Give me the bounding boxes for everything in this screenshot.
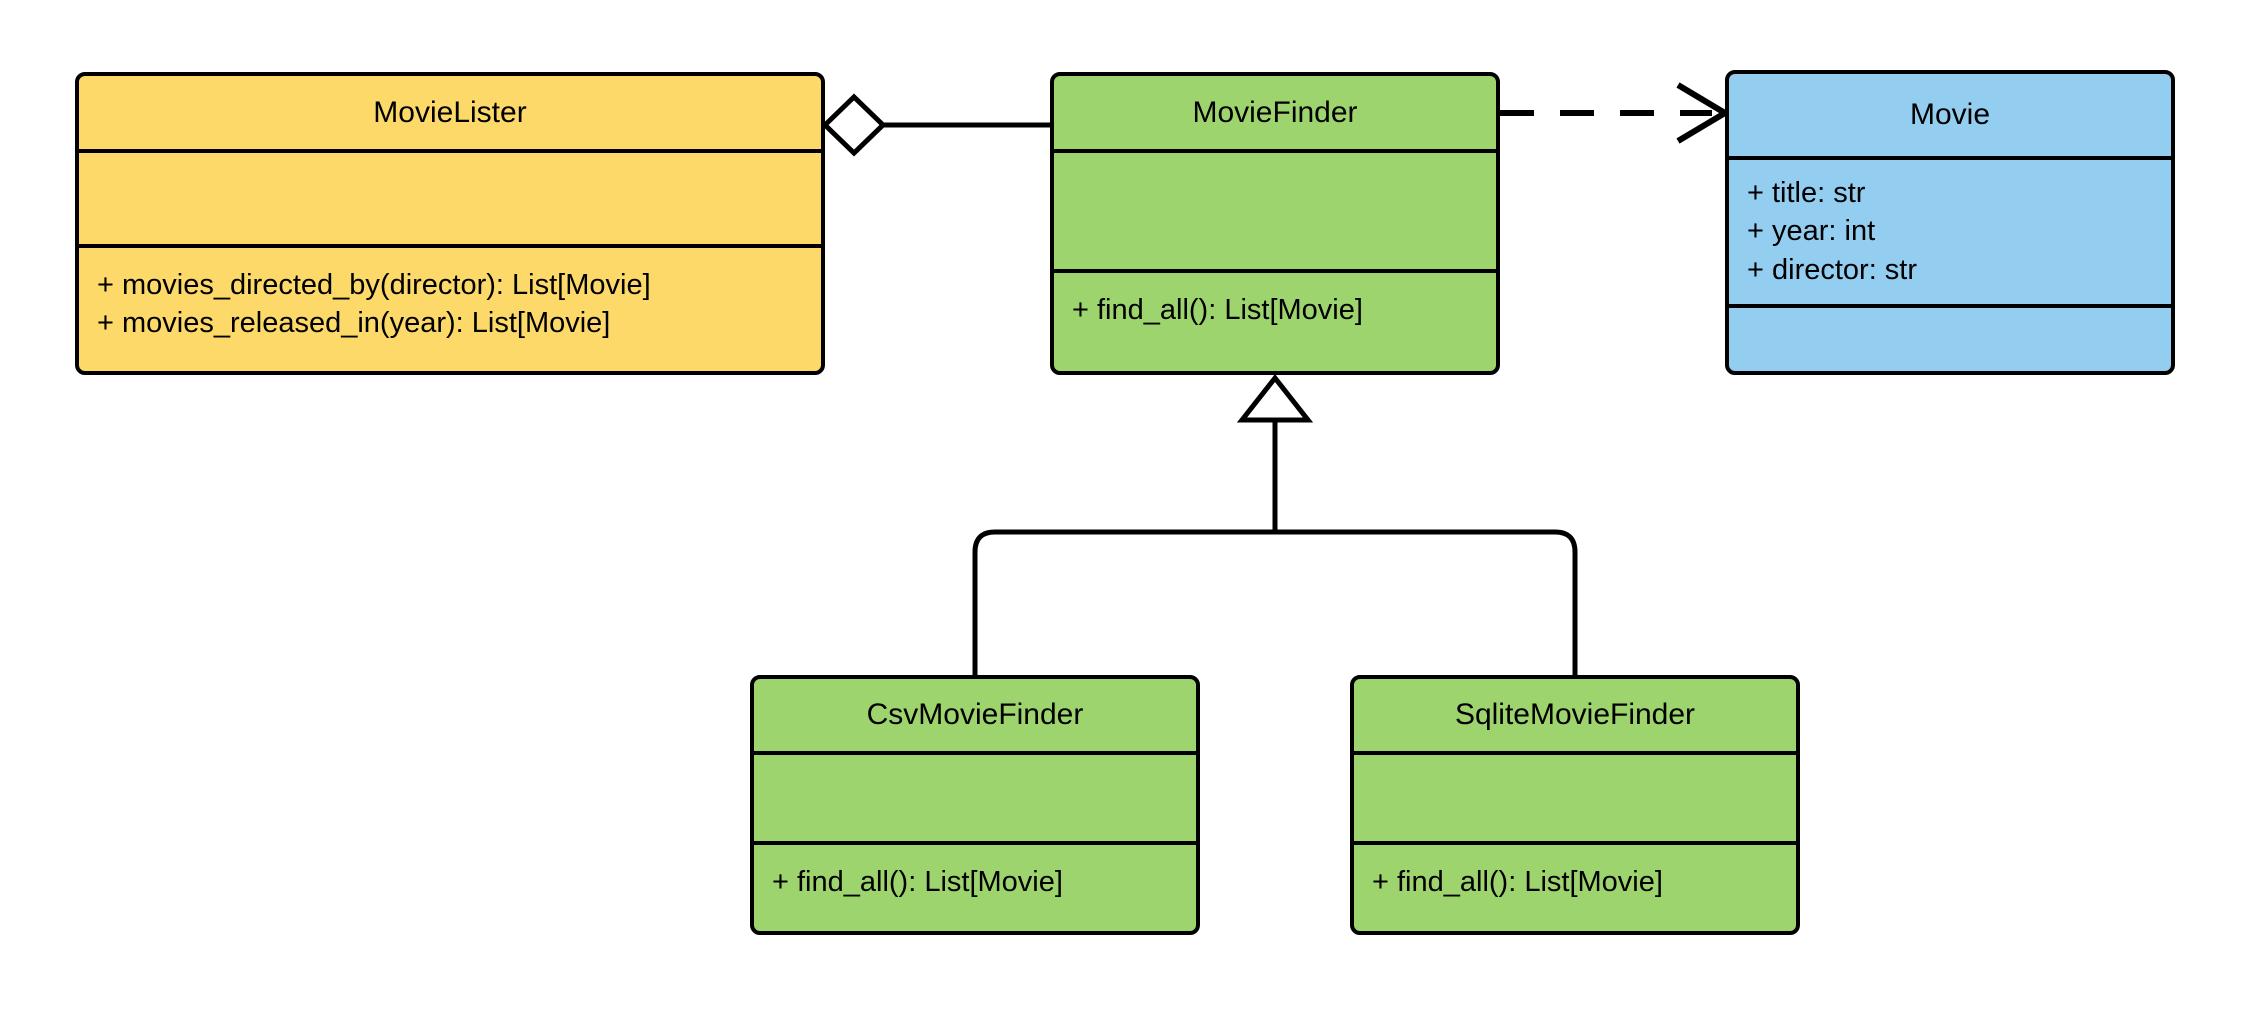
operation-item: + find_all(): List[Movie] bbox=[1372, 866, 1663, 898]
class-box-movie[interactable]: Movie + title: str + year: int + directo… bbox=[1725, 70, 2175, 375]
class-box-csv-movie-finder[interactable]: CsvMovieFinder + find_all(): List[Movie] bbox=[750, 675, 1200, 935]
attribute-item: + director: str bbox=[1747, 253, 1918, 286]
operations-compartment-sqlite-movie-finder: + find_all(): List[Movie] bbox=[1354, 841, 1796, 931]
relationship-aggregation-lister-finder bbox=[821, 93, 1050, 157]
attributes-compartment-movie-lister bbox=[79, 149, 821, 244]
relationship-generalization-bus bbox=[972, 373, 1578, 675]
class-box-movie-finder[interactable]: MovieFinder + find_all(): List[Movie] bbox=[1050, 72, 1500, 375]
attributes-compartment-movie-finder bbox=[1054, 149, 1496, 269]
class-name-movie-lister: MovieLister bbox=[373, 95, 527, 129]
generalization-bus-path bbox=[972, 529, 1578, 675]
operations-compartment-movie bbox=[1729, 304, 2171, 371]
operation-item: + find_all(): List[Movie] bbox=[772, 866, 1063, 898]
operations-compartment-movie-finder: + find_all(): List[Movie] bbox=[1054, 269, 1496, 371]
attribute-item: + year: int bbox=[1747, 215, 1876, 248]
class-name-movie-finder: MovieFinder bbox=[1192, 95, 1358, 129]
class-name-movie: Movie bbox=[1909, 98, 1991, 131]
open-arrow-icon bbox=[1676, 82, 1731, 144]
class-name-sqlite-movie-finder: SqliteMovieFinder bbox=[1454, 698, 1696, 731]
hollow-triangle-icon bbox=[1236, 373, 1314, 423]
hollow-diamond-icon bbox=[821, 93, 887, 157]
class-box-sqlite-movie-finder[interactable]: SqliteMovieFinder + find_all(): List[Mov… bbox=[1350, 675, 1800, 935]
relationship-dependency-finder-movie bbox=[1500, 82, 1731, 144]
attributes-compartment-movie: + title: str + year: int + director: str bbox=[1729, 156, 2171, 304]
attribute-item: + title: str bbox=[1747, 177, 1866, 209]
operations-compartment-csv-movie-finder: + find_all(): List[Movie] bbox=[754, 841, 1196, 931]
operation-item: + movies_released_in(year): List[Movie] bbox=[97, 307, 611, 340]
operation-item: + find_all(): List[Movie] bbox=[1072, 294, 1363, 326]
class-box-movie-lister[interactable]: MovieLister + movies_directed_by(directo… bbox=[75, 72, 825, 375]
operation-item: + movies_directed_by(director): List[Mov… bbox=[97, 269, 651, 301]
class-name-csv-movie-finder: CsvMovieFinder bbox=[866, 698, 1084, 731]
operations-compartment-movie-lister: + movies_directed_by(director): List[Mov… bbox=[79, 244, 821, 371]
attributes-compartment-csv-movie-finder bbox=[754, 751, 1196, 841]
attributes-compartment-sqlite-movie-finder bbox=[1354, 751, 1796, 841]
